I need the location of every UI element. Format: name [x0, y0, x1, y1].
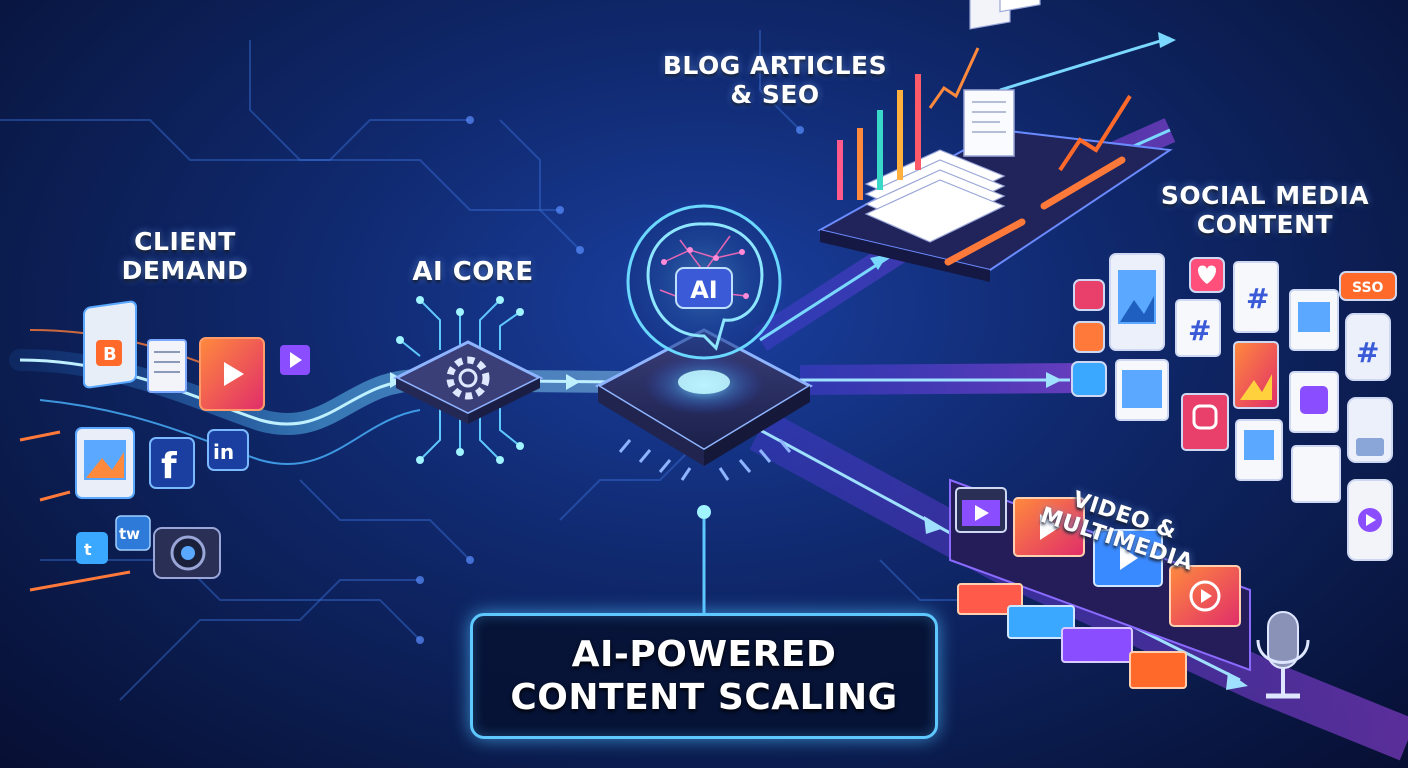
- output-stream-social: [799, 363, 1081, 395]
- title-banner: AI-POWERED CONTENT SCALING: [470, 613, 938, 739]
- ai-chip-label: AI: [690, 276, 718, 304]
- client-demand-label: CLIENT DEMAND: [100, 227, 270, 286]
- blog-label-line-1: BLOG ARTICLES: [662, 51, 888, 80]
- svg-text:#: #: [1356, 336, 1379, 369]
- video-strip: [949, 478, 1310, 699]
- ai-core-label: AI CORE: [398, 257, 548, 288]
- social-media-grid: # # # SSO: [1071, 253, 1397, 561]
- social-label-line-2: CONTENT: [1196, 209, 1334, 239]
- svg-text:SSO: SSO: [1352, 280, 1384, 296]
- svg-text:f: f: [161, 446, 177, 487]
- blog-label-line-2: & SEO: [730, 79, 820, 109]
- svg-text:#: #: [1246, 282, 1269, 315]
- svg-text:B: B: [103, 344, 117, 365]
- blog-platform: [817, 0, 1173, 282]
- social-media-label: SOCIAL MEDIA CONTENT: [1140, 181, 1390, 240]
- client-label-line-2: DEMAND: [121, 255, 249, 285]
- circuit-traces: [0, 30, 990, 701]
- title-line-2: CONTENT SCALING: [510, 677, 898, 718]
- svg-text:in: in: [213, 440, 234, 464]
- svg-text:t: t: [84, 540, 92, 559]
- ai-brain-chip: AI: [594, 198, 814, 481]
- blog-articles-label: BLOG ARTICLES & SEO: [640, 51, 910, 110]
- core-label-line-1: AI CORE: [412, 257, 534, 287]
- ai-core-module: [392, 296, 544, 464]
- client-label-line-1: CLIENT: [134, 227, 236, 256]
- social-label-line-1: SOCIAL MEDIA: [1160, 181, 1370, 210]
- svg-text:#: #: [1188, 314, 1211, 347]
- client-demand-icons: B f in t tw: [19, 300, 310, 592]
- svg-text:tw: tw: [119, 525, 140, 543]
- title-line-1: AI-POWERED: [571, 633, 837, 675]
